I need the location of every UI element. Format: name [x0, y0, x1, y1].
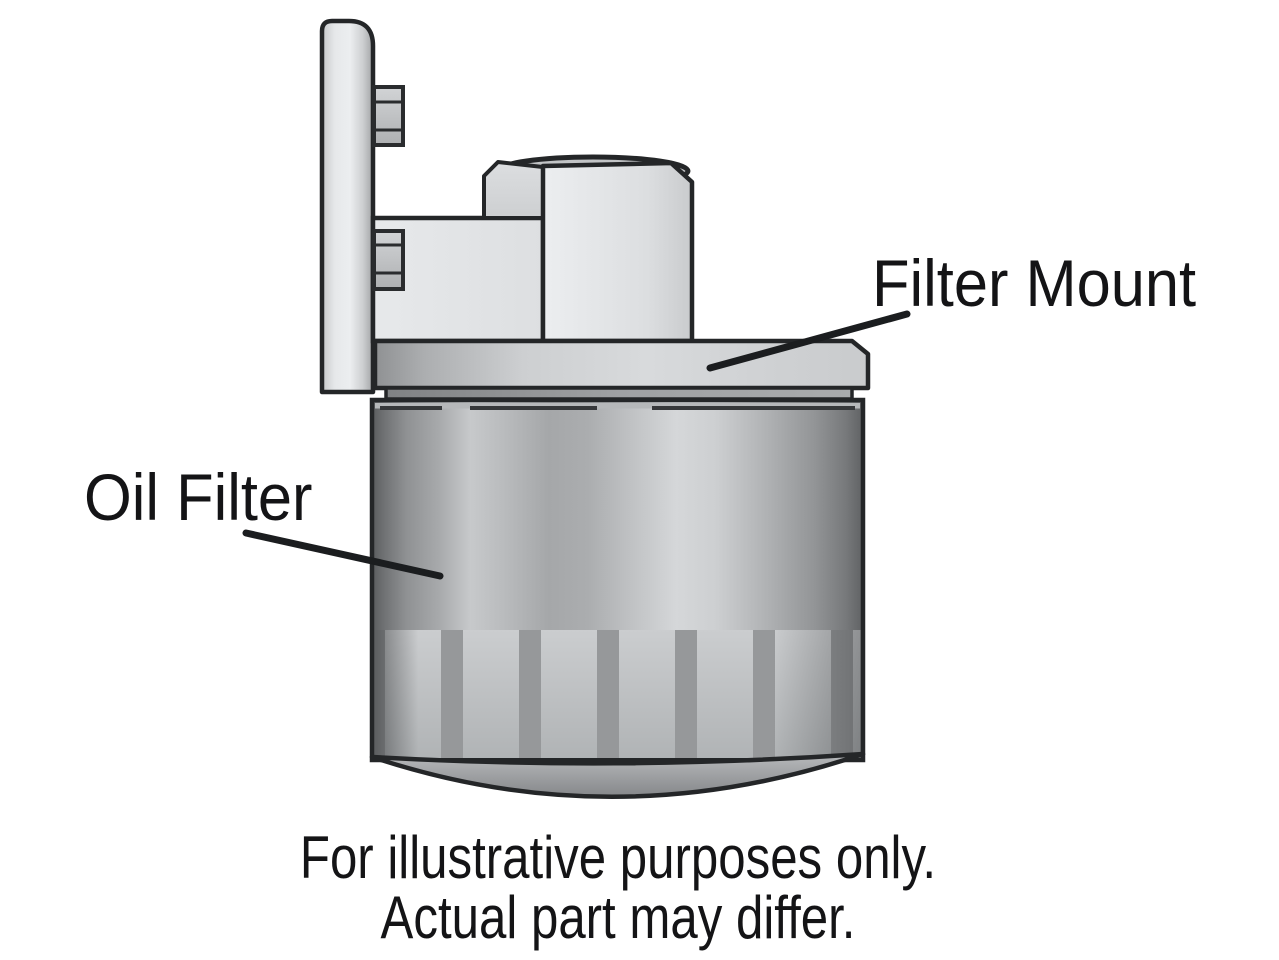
filter-mount-leader-line — [706, 310, 911, 372]
wrench-flutes — [374, 630, 861, 758]
mounting-bolt-lower — [372, 229, 405, 291]
caption-line-1: For illustrative purposes only. — [299, 824, 937, 891]
mounting-bracket — [319, 18, 376, 395]
oil-filter-leader-line — [242, 529, 444, 580]
gasket — [384, 386, 854, 401]
hex-fitting — [482, 154, 695, 344]
mounting-bolt-upper — [372, 85, 405, 147]
filter-mount-label: Filter Mount — [872, 246, 1197, 320]
hex-fitting-right-face — [540, 160, 695, 344]
mount-flange — [372, 338, 871, 391]
hex-fitting-left-face — [482, 160, 545, 220]
canister-rim-band — [375, 403, 860, 409]
oil-filter-label: Oil Filter — [84, 460, 313, 534]
caption-line-2: Actual part may differ. — [380, 884, 856, 951]
dome-base — [369, 751, 866, 799]
